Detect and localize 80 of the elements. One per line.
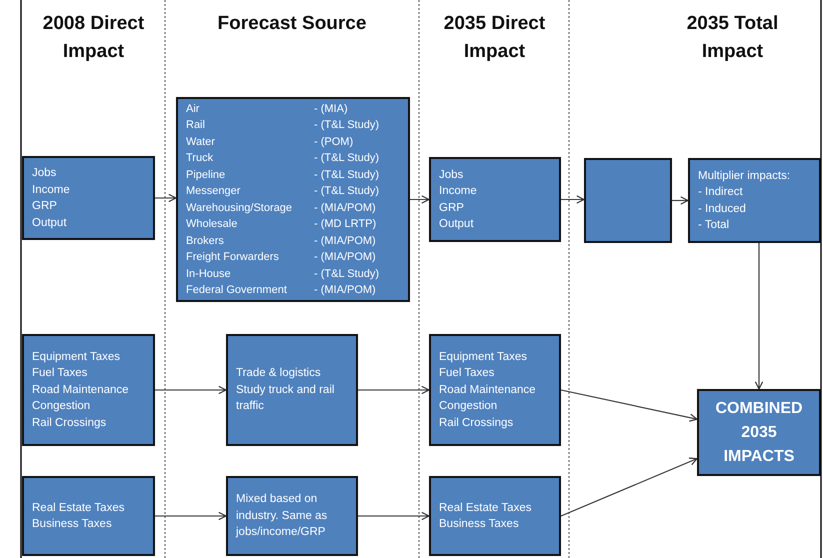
box-text: Rail Crossings (439, 416, 514, 431)
mode-text: Rail (186, 118, 206, 133)
arrow (155, 194, 177, 202)
box-text: Road Maintenance (32, 382, 130, 398)
arrow (560, 458, 698, 516)
arrow (672, 196, 689, 205)
arrow (410, 195, 430, 204)
arrow (358, 512, 430, 520)
process-box (688, 158, 821, 243)
box-text: Road Maintenance (439, 382, 537, 398)
source-text: - (POM) (314, 134, 354, 150)
column-header: 2035 Direct Impact (442, 12, 546, 64)
box-text: Income (439, 184, 478, 199)
arrow (155, 386, 227, 394)
box-text: - Indirect (698, 185, 744, 200)
arrow (560, 389, 698, 422)
mode-text: Warehousing/Storage (186, 200, 293, 216)
box-text: Jobs (32, 166, 58, 181)
process-box (429, 157, 561, 242)
box-text: COMBINED 2035 IMPACTS (714, 398, 804, 466)
box-text: Equipment Taxes (32, 350, 122, 365)
mode-text: Air (186, 102, 200, 116)
process-box (22, 334, 155, 446)
mode-text: Truck (186, 151, 214, 166)
source-text: - (MIA/POM) (314, 283, 377, 298)
mode-text: Federal Government (186, 283, 288, 298)
source-text: - (T&L Study) (314, 118, 380, 133)
mode-text: In-House (186, 266, 232, 282)
process-box (429, 476, 561, 556)
box-text: Rail Crossings (32, 416, 108, 431)
source-text: - (MIA/POM) (314, 234, 377, 248)
process-box (226, 334, 358, 446)
box-text: Real Estate Taxes (32, 500, 126, 516)
process-box (429, 334, 561, 446)
source-text: - (MD LRTP) (314, 217, 378, 232)
column-header: 2008 Direct Impact (42, 12, 146, 64)
column-header: 2035 Total Impact (686, 12, 780, 64)
mode-text: Water (186, 134, 216, 150)
box-text: Congestion (439, 399, 498, 414)
box-text: Multiplier impacts: (698, 168, 792, 184)
arrow (561, 195, 585, 204)
source-text: - (T&L Study) (314, 168, 380, 182)
mode-text: Wholesale (186, 217, 238, 232)
source-text: - (MIA/POM) (314, 250, 377, 265)
process-box (176, 97, 410, 302)
mode-text: Brokers (186, 234, 225, 248)
box-text: GRP (32, 199, 58, 214)
source-text: - (T&L Study) (314, 266, 380, 282)
box-text: - Total (698, 218, 730, 233)
mode-text: Freight Forwarders (186, 250, 280, 265)
empty-box (584, 158, 672, 243)
arrow (754, 243, 764, 390)
box-text: Business Taxes (32, 517, 113, 532)
source-text: - (T&L Study) (314, 151, 380, 166)
mode-text: Messenger (186, 184, 242, 199)
box-text: Output (32, 216, 68, 230)
box-text: Equipment Taxes (439, 350, 528, 365)
process-box (226, 476, 358, 556)
box-text: Mixed based on industry. Same as jobs/income/GRP (236, 492, 328, 540)
mode-text: Pipeline (186, 168, 226, 182)
box-text: Congestion (32, 399, 92, 414)
box-text: Income (32, 182, 71, 198)
process-box (22, 156, 155, 240)
column-header: Forecast Source (216, 12, 368, 36)
box-text: Fuel Taxes (439, 366, 496, 382)
box-text: Trade & logistics Study truck and rail traffic (236, 366, 336, 414)
arrow (155, 512, 227, 520)
box-text: Business Taxes (439, 517, 520, 532)
source-text: - (MIA/POM) (314, 200, 377, 216)
box-text: Jobs (439, 168, 464, 182)
box-text: - Induced (698, 202, 747, 216)
source-text: - (MIA) (314, 102, 349, 116)
process-box (697, 389, 821, 476)
process-box (22, 476, 155, 556)
box-text: Fuel Taxes (32, 366, 88, 382)
arrow (358, 386, 430, 394)
source-text: - (T&L Study) (314, 184, 380, 199)
box-text: Real Estate Taxes (439, 500, 532, 516)
box-text: Output (439, 217, 475, 232)
box-text: GRP (439, 200, 465, 216)
